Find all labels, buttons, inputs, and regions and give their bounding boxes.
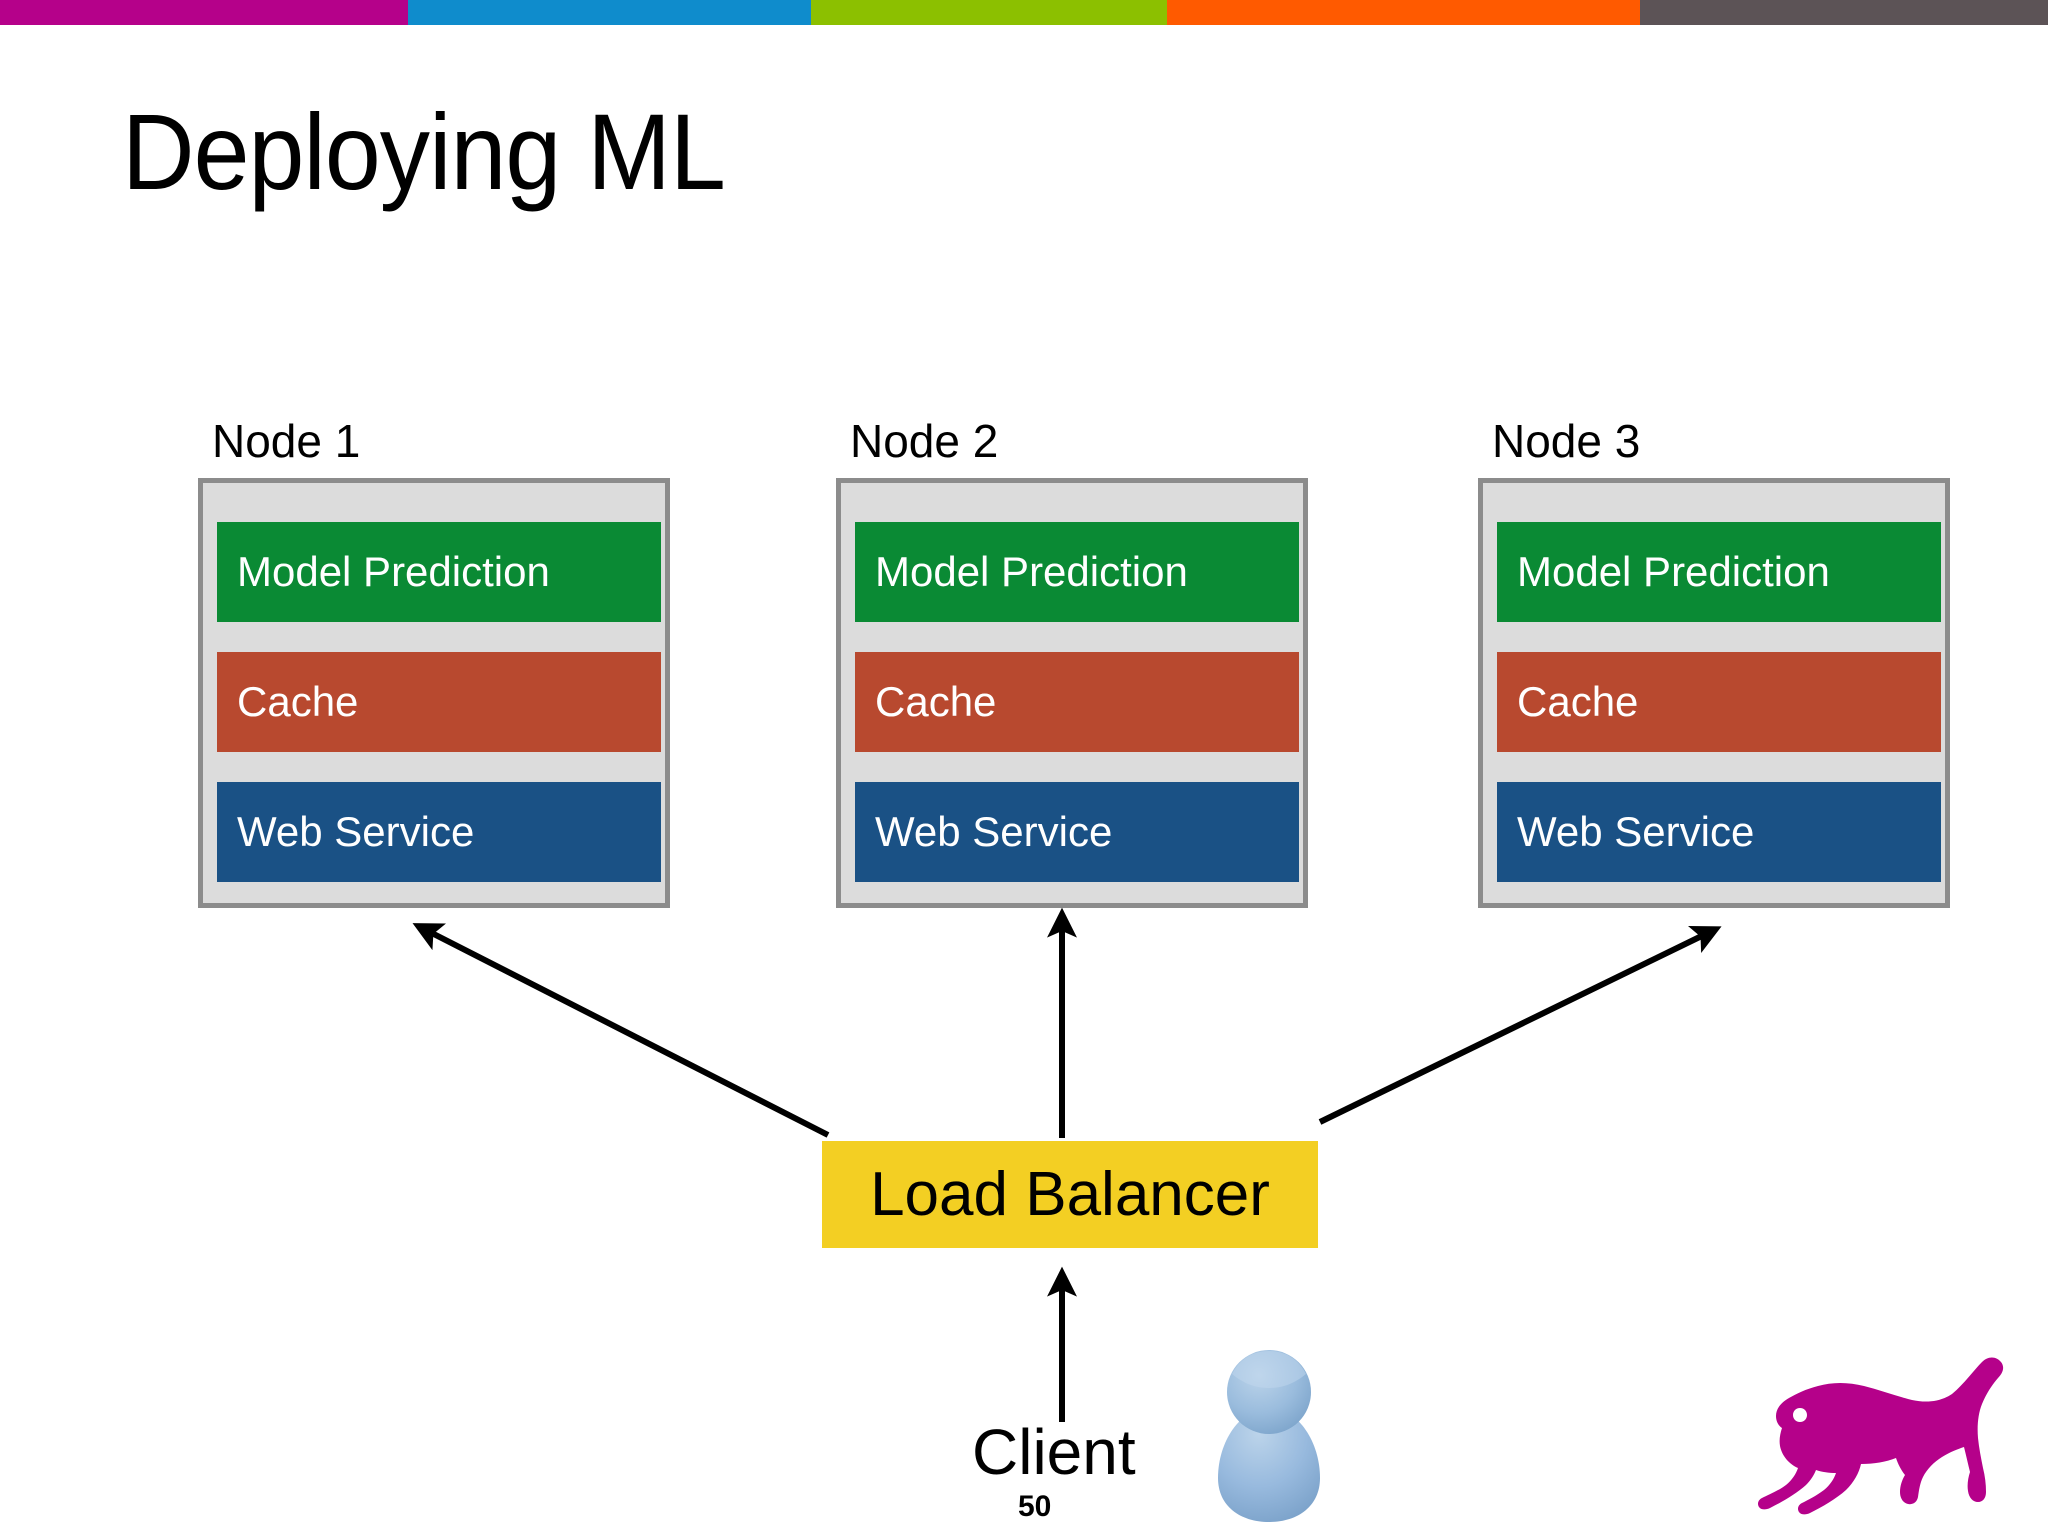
node-label-1: Node 1 <box>212 415 361 467</box>
node-1-layer-model-prediction: Model Prediction <box>217 522 661 622</box>
color-bar-segment-green <box>811 0 1167 25</box>
color-bar-segment-magenta <box>0 0 408 25</box>
color-bar-segment-gray <box>1640 0 2048 25</box>
arrow-lb-to-node3 <box>1318 925 1722 1125</box>
node-2-layer-cache: Cache <box>855 652 1299 752</box>
page-title: Deploying ML <box>122 91 726 212</box>
client-label: Client <box>972 1416 1136 1488</box>
node-2-layer-model-prediction: Model Prediction <box>855 522 1299 622</box>
color-bar-segment-blue <box>408 0 811 25</box>
node-1-layer-cache: Cache <box>217 652 661 752</box>
person-avatar-icon <box>1218 1350 1320 1522</box>
load-balancer-label: Load Balancer <box>870 1160 1270 1229</box>
page-number: 50 <box>1018 1490 1052 1523</box>
node-2-layer-web-service: Web Service <box>855 782 1299 882</box>
node-3-layer-cache: Cache <box>1497 652 1941 752</box>
node-1-layer-web-service: Web Service <box>217 782 661 882</box>
decorative-color-bar <box>0 0 2048 25</box>
dog-logo <box>1758 1357 2004 1515</box>
color-bar-segment-orange <box>1167 0 1640 25</box>
node-label-2: Node 2 <box>850 415 999 467</box>
node-3-layer-web-service: Web Service <box>1497 782 1941 882</box>
arrow-lb-to-node1 <box>412 923 830 1138</box>
load-balancer-box: Load Balancer <box>822 1141 1318 1248</box>
node-3-layer-model-prediction: Model Prediction <box>1497 522 1941 622</box>
node-label-3: Node 3 <box>1492 415 1641 467</box>
